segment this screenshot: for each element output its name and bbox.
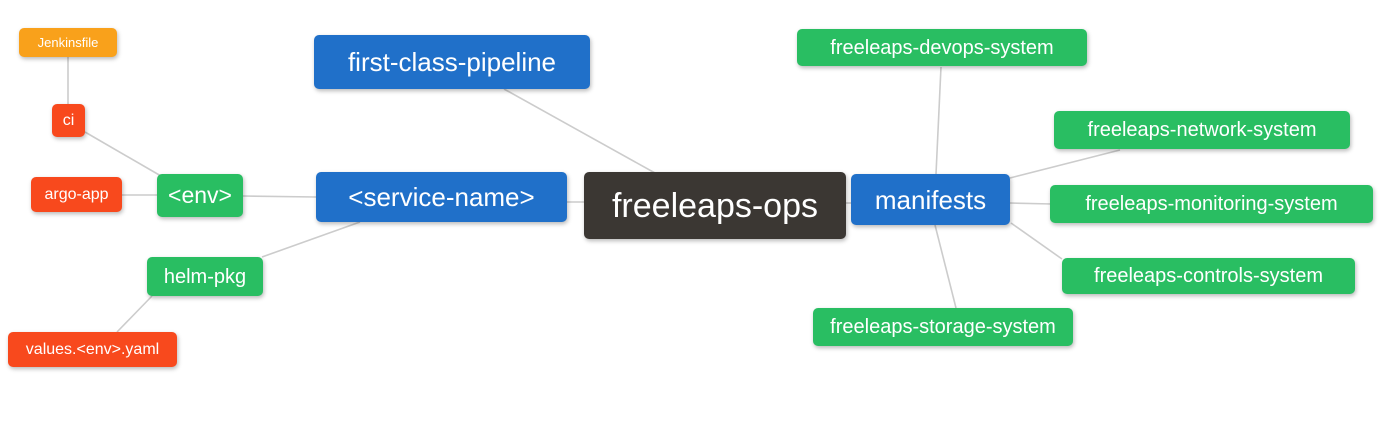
node-label: ci bbox=[62, 111, 75, 129]
edge-helm-pkg-to-service-name bbox=[261, 221, 361, 258]
node-argo-app[interactable]: argo-app bbox=[31, 177, 122, 212]
node-label: helm-pkg bbox=[163, 265, 247, 288]
node-label: freeleaps-network-system bbox=[1087, 119, 1317, 141]
edge-helm-pkg-to-values-env-yaml bbox=[116, 295, 153, 333]
edge-first-class-pipeline-to-freeleaps-ops bbox=[503, 88, 656, 174]
node-freeleaps-network-system[interactable]: freeleaps-network-system bbox=[1054, 111, 1350, 149]
node-label: <service-name> bbox=[348, 182, 535, 212]
node-freeleaps-ops[interactable]: freeleaps-ops bbox=[584, 172, 846, 239]
node-label: Jenkinsfile bbox=[37, 35, 99, 50]
node-label: freeleaps-controls-system bbox=[1094, 265, 1323, 287]
node-label: freeleaps-devops-system bbox=[830, 36, 1054, 59]
edge-manifests-to-freeleaps-monitoring-system bbox=[1009, 202, 1053, 205]
node-env[interactable]: <env> bbox=[157, 174, 243, 217]
edge-env-to-service-name bbox=[242, 195, 317, 198]
node-ci[interactable]: ci bbox=[52, 104, 85, 137]
node-values-env-yaml[interactable]: values.<env>.yaml bbox=[8, 332, 177, 367]
node-jenkinsfile[interactable]: Jenkinsfile bbox=[19, 28, 117, 57]
node-manifests[interactable]: manifests bbox=[851, 174, 1010, 225]
edge-manifests-to-freeleaps-storage-system bbox=[934, 224, 957, 309]
node-first-class-pipeline[interactable]: first-class-pipeline bbox=[314, 35, 590, 89]
node-label: <env> bbox=[168, 182, 232, 208]
node-freeleaps-devops-system[interactable]: freeleaps-devops-system bbox=[797, 29, 1087, 66]
node-label: argo-app bbox=[44, 185, 109, 203]
node-label: values.<env>.yaml bbox=[25, 340, 160, 358]
node-label: manifests bbox=[874, 184, 987, 215]
node-freeleaps-controls-system[interactable]: freeleaps-controls-system bbox=[1062, 258, 1355, 294]
edge-manifests-to-freeleaps-network-system bbox=[1009, 149, 1121, 179]
edge-manifests-to-freeleaps-controls-system bbox=[1010, 222, 1063, 260]
node-helm-pkg[interactable]: helm-pkg bbox=[147, 257, 263, 296]
node-label: freeleaps-monitoring-system bbox=[1085, 193, 1338, 215]
node-freeleaps-storage-system[interactable]: freeleaps-storage-system bbox=[813, 308, 1073, 346]
node-label: first-class-pipeline bbox=[347, 47, 557, 77]
node-label: freeleaps-storage-system bbox=[830, 316, 1056, 338]
edge-manifests-to-freeleaps-devops-system bbox=[935, 66, 942, 175]
node-label: freeleaps-ops bbox=[611, 186, 818, 225]
node-freeleaps-monitoring-system[interactable]: freeleaps-monitoring-system bbox=[1050, 185, 1373, 223]
node-service-name[interactable]: <service-name> bbox=[316, 172, 567, 222]
edge-ci-to-env bbox=[84, 131, 162, 177]
